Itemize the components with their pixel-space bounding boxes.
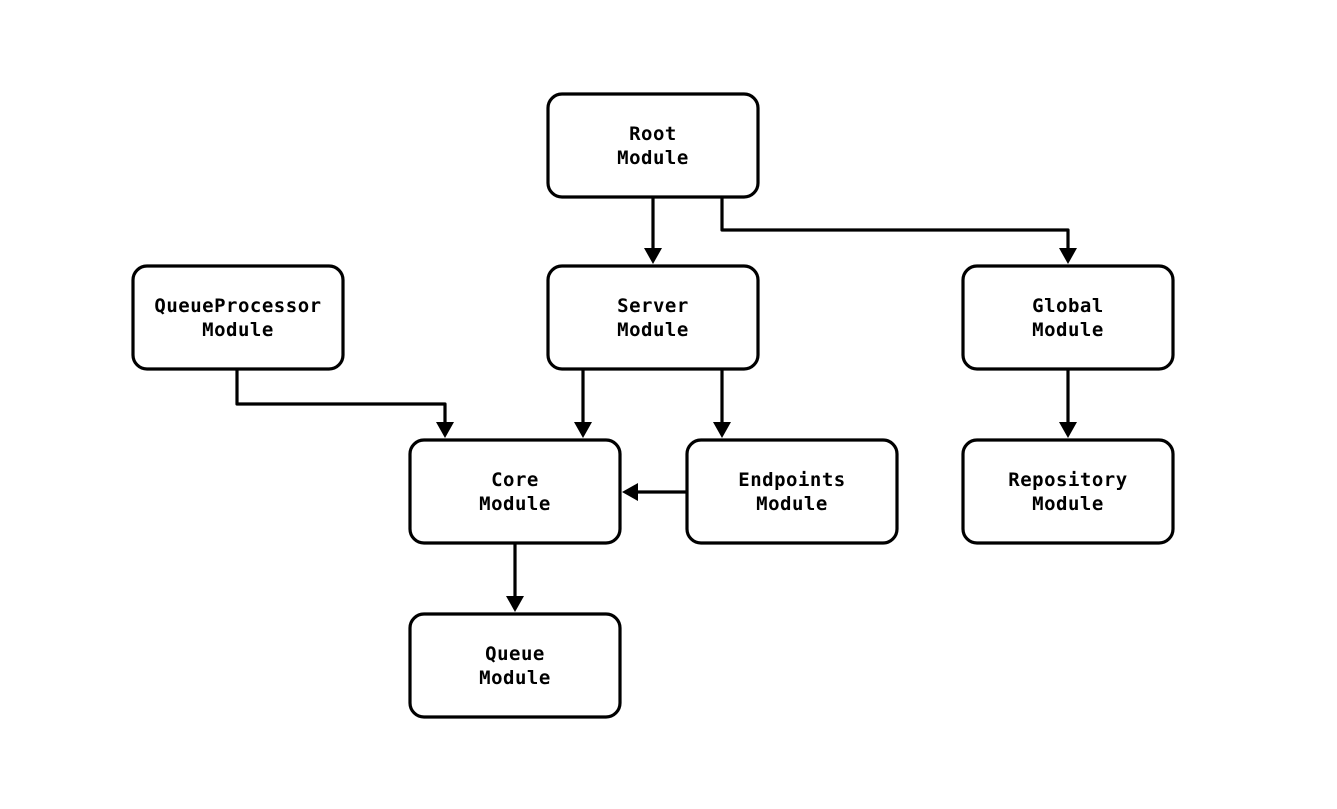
- edge-arrowhead: [622, 483, 638, 501]
- node-box[interactable]: [961, 438, 1175, 545]
- node-label-line1: Queue: [485, 643, 545, 665]
- node-box[interactable]: [685, 438, 899, 545]
- node-label-line1: Endpoints: [738, 469, 845, 491]
- node-label-line2: Module: [1032, 493, 1104, 515]
- node-box[interactable]: [546, 264, 760, 371]
- edge-arrowhead: [644, 248, 662, 264]
- node-label-line1: Global: [1032, 295, 1104, 317]
- node-label-line2: Module: [617, 319, 689, 341]
- node-box[interactable]: [546, 92, 760, 199]
- node-label-line2: Module: [479, 493, 551, 515]
- edge-server-to-endpoints: [713, 369, 731, 438]
- edge-root-to-global: [720, 197, 1077, 264]
- edge-arrowhead: [1059, 422, 1077, 438]
- node-box[interactable]: [408, 438, 622, 545]
- node-box[interactable]: [131, 264, 345, 371]
- nodes-layer: RootModuleQueueProcessorModuleServerModu…: [131, 92, 1175, 719]
- node-label-line2: Module: [202, 319, 274, 341]
- node-label-line1: Root: [629, 123, 677, 145]
- node-box[interactable]: [961, 264, 1175, 371]
- edge-global-to-repository: [1059, 369, 1077, 438]
- node-label-line2: Module: [617, 147, 689, 169]
- edge-core-to-queue: [506, 543, 524, 612]
- edge-arrowhead: [713, 422, 731, 438]
- node-box[interactable]: [408, 612, 622, 719]
- node-label-line1: Core: [491, 469, 539, 491]
- edge-arrowhead: [506, 596, 524, 612]
- edge-endpoints-to-core: [622, 483, 687, 501]
- node-label-line2: Module: [479, 667, 551, 689]
- edge-line: [720, 197, 1070, 250]
- edge-server-to-core: [574, 369, 592, 438]
- node-label-line1: QueueProcessor: [154, 295, 321, 317]
- node-label-line1: Server: [617, 295, 689, 317]
- node-label-line2: Module: [1032, 319, 1104, 341]
- edge-line: [235, 369, 447, 424]
- edge-root-to-server: [644, 197, 662, 264]
- edge-arrowhead: [574, 422, 592, 438]
- edge-arrowhead: [1059, 248, 1077, 264]
- node-label-line1: Repository: [1008, 469, 1127, 491]
- edge-arrowhead: [436, 422, 454, 438]
- node-label-line2: Module: [756, 493, 828, 515]
- edge-queueprocessor-to-core: [235, 369, 454, 438]
- edges-layer: [235, 197, 1077, 612]
